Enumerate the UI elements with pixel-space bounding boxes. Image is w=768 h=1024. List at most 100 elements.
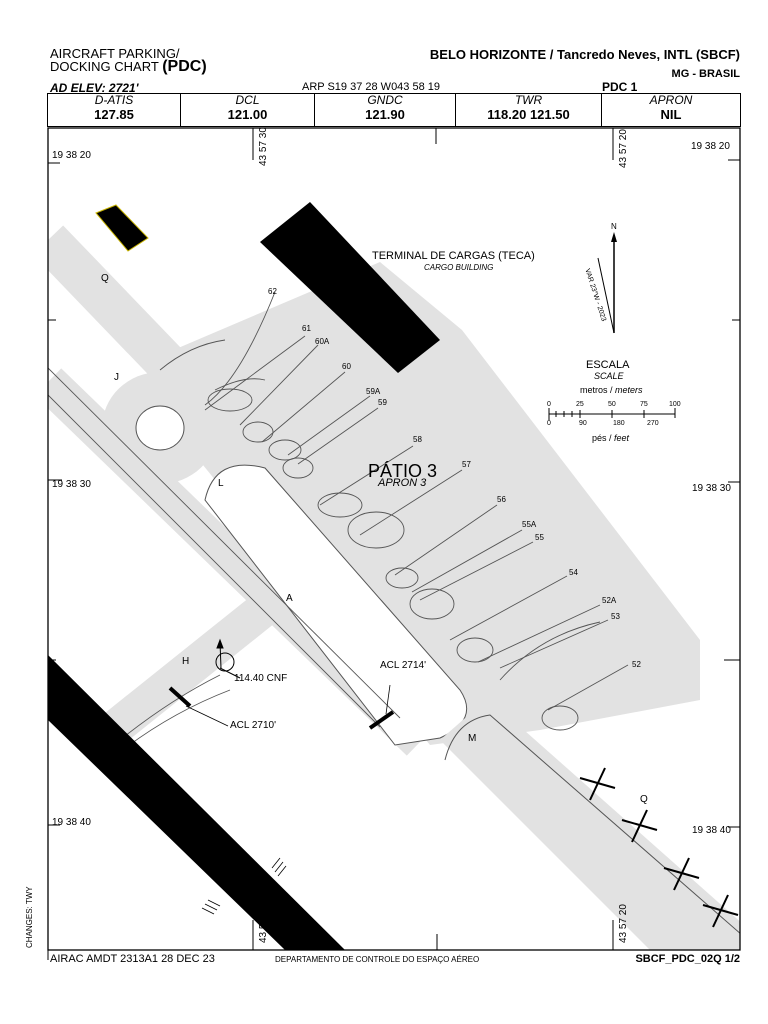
freq-cell-datis: D-ATIS 127.85 — [48, 93, 181, 127]
stand-number: 59 — [378, 398, 387, 407]
stand-number: 56 — [497, 495, 506, 504]
scale-title: ESCALA — [586, 359, 630, 371]
arp-coordinates: ARP S19 37 28 W043 58 19 — [302, 81, 441, 93]
cargo-building-sublabel: CARGO BUILDING — [424, 263, 494, 272]
apron-sublabel: APRON 3 — [378, 477, 427, 489]
freq-label: D-ATIS — [94, 93, 134, 107]
freq-value: NIL — [660, 107, 682, 122]
stand-number: 55A — [522, 520, 537, 529]
stand-number: 52 — [632, 660, 641, 669]
freq-cell-gndc: GNDC 121.90 — [315, 93, 456, 127]
chart-title-line2: DOCKING CHART — [50, 59, 159, 74]
small-building — [95, 204, 149, 252]
stand-number: 57 — [462, 460, 471, 469]
lat-label: 19 38 30 — [52, 479, 91, 490]
frequency-table — [47, 93, 741, 127]
scale-tick: 270 — [647, 420, 659, 427]
scale-feet-label: pés / feet — [592, 433, 629, 443]
scale-tick: 90 — [579, 420, 587, 427]
vor-label: 114.40 CNF — [234, 673, 288, 684]
freq-value: 121.90 — [365, 107, 405, 122]
stand-number: 53 — [611, 612, 620, 621]
stand-number: 60A — [315, 337, 330, 346]
stand-number: 60 — [342, 362, 351, 371]
stand-number: 61 — [302, 324, 311, 333]
taxiway-label: J — [114, 372, 119, 383]
north-arrow — [597, 232, 617, 334]
scale-bar — [548, 408, 676, 420]
feet-label: pés / — [592, 433, 612, 443]
airac-amendment: AIRAC AMDT 2313A1 28 DEC 23 — [50, 953, 215, 965]
cargo-building — [260, 202, 440, 373]
changes-note: CHANGES: TWY — [25, 886, 34, 948]
scale-tick: 0 — [547, 420, 551, 427]
taxiway-label: M — [468, 733, 477, 744]
lat-label: 19 38 40 — [52, 817, 91, 828]
taxiway-label: A — [286, 593, 293, 604]
taxiway-m — [440, 705, 740, 950]
lon-label: 43 57 30 — [258, 127, 269, 166]
freq-cell-twr: TWR 118.20 121.50 — [456, 93, 602, 127]
lat-label: 19 38 40 — [692, 825, 731, 836]
stand-number: 62 — [268, 287, 277, 296]
lon-label: 43 57 20 — [618, 904, 629, 943]
stand-number: 58 — [413, 435, 422, 444]
apron-area — [150, 262, 700, 745]
scale-tick: 0 — [547, 401, 551, 408]
chart-id: SBCF_PDC_02Q 1/2 — [635, 953, 740, 965]
closure-marks — [579, 767, 739, 928]
taxiway-label: Q — [101, 273, 109, 284]
lat-label: 19 38 20 — [52, 150, 91, 161]
aerodrome-name: BELO HORIZONTE / Tancredo Neves, INTL (S… — [429, 47, 740, 62]
stand-number: 54 — [569, 568, 578, 577]
taxiway-h — [88, 585, 287, 755]
north-label: N — [611, 222, 617, 231]
freq-cell-dcl: DCL 121.00 — [181, 93, 315, 127]
scale-tick: 100 — [669, 401, 681, 408]
freq-label: DCL — [235, 93, 260, 107]
feet-label-en: feet — [614, 433, 630, 443]
meters-label: metros / — [580, 385, 613, 395]
taxiway-label: H — [182, 656, 190, 667]
acl-label: ACL 2710' — [230, 720, 277, 731]
freq-label: TWR — [514, 93, 543, 107]
state-name: MG - BRASIL — [671, 68, 740, 80]
lon-label: 43 57 30 — [258, 904, 269, 943]
scale-meters-label: metros / meters — [580, 385, 643, 395]
freq-value: 127.85 — [94, 107, 134, 122]
freq-label: GNDC — [367, 93, 403, 107]
taxiway-label: L — [218, 478, 224, 489]
scale-tick: 180 — [613, 420, 625, 427]
taxiway-label: Q — [640, 794, 648, 805]
chart-title: AIRCRAFT PARKING/ DOCKING CHART (PDC) — [50, 46, 207, 75]
sheet-number: PDC 1 — [602, 80, 638, 94]
freq-cell-apron: APRON NIL — [602, 93, 740, 127]
stand-number: 52A — [602, 596, 617, 605]
lat-label: 19 38 20 — [691, 141, 730, 152]
cargo-building-label: TERMINAL DE CARGAS (TECA) — [372, 250, 535, 262]
freq-value: 118.20 121.50 — [487, 107, 570, 122]
scale-tick: 50 — [608, 401, 616, 408]
chart-code: (PDC) — [162, 58, 207, 75]
lat-label: 19 38 30 — [692, 483, 731, 494]
taxiway-q-upper — [48, 225, 191, 387]
runway — [48, 655, 345, 950]
meters-label-en: meters — [615, 385, 643, 395]
acl-2710-marker — [168, 686, 192, 708]
stand-lines — [204, 291, 629, 731]
freq-value: 121.00 — [227, 107, 268, 122]
acl-2714-marker — [368, 710, 395, 730]
chart-title-line1: AIRCRAFT PARKING/ — [50, 46, 180, 61]
freq-label: APRON — [649, 93, 693, 107]
vor-checkpoint — [215, 638, 241, 679]
scale-tick: 25 — [576, 401, 584, 408]
stand-number: 55 — [535, 533, 544, 542]
acl-label: ACL 2714' — [380, 660, 427, 671]
publishing-agency: DEPARTAMENTO DE CONTROLE DO ESPAÇO AÉREO — [275, 955, 480, 964]
stand-number: 59A — [366, 387, 381, 396]
apron-label: PÁTIO 3 — [368, 461, 438, 481]
lon-label: 43 57 20 — [618, 129, 629, 168]
scale-tick: 75 — [640, 401, 648, 408]
aerodrome-elevation: AD ELEV: 2721' — [50, 81, 139, 95]
